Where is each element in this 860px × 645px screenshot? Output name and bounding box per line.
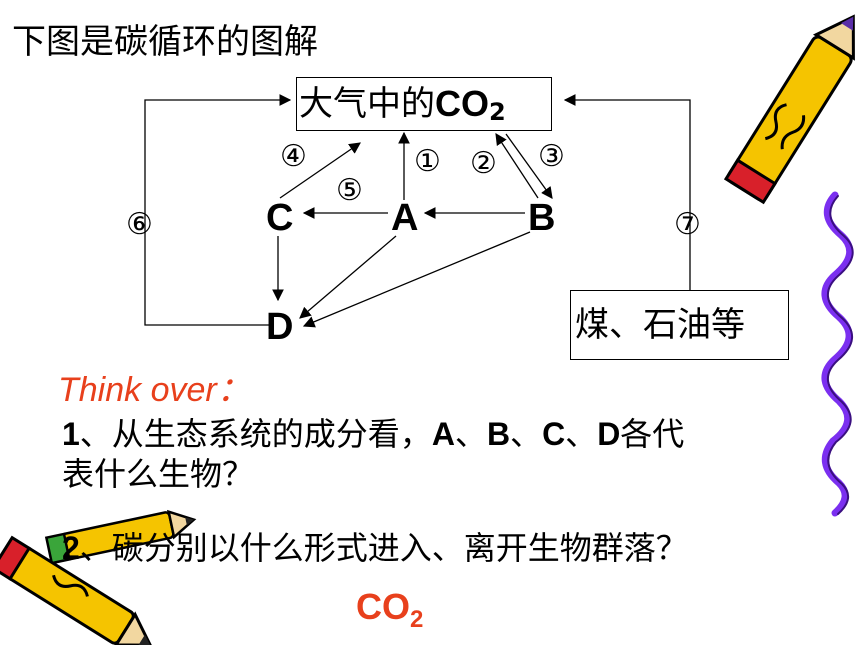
label-2: ②: [470, 146, 497, 181]
atmosphere-co2: CO: [435, 83, 489, 124]
ribbon-decoration-icon: [821, 191, 854, 517]
question-2: 2、碳分别以什么形式进入、离开生物群落？: [62, 529, 688, 567]
label-7: ⑦: [674, 207, 701, 242]
fossil-fuel-label: 煤、石油等: [575, 305, 745, 345]
node-c: C: [266, 197, 294, 239]
node-d: D: [266, 306, 294, 348]
node-a: A: [391, 197, 419, 239]
label-1: ①: [414, 144, 441, 179]
arrow-3: [505, 133, 553, 199]
answer-co2: CO2: [356, 586, 424, 633]
arrow-2: [495, 133, 539, 199]
label-3: ③: [538, 139, 565, 174]
arrow-b-d: [302, 231, 531, 328]
page-title: 下图是碳循环的图解: [12, 22, 318, 62]
arrow-a-d: [299, 235, 397, 319]
label-4: ④: [280, 139, 307, 174]
arrow-7-path: [563, 94, 691, 290]
pencil-top-right-icon: [723, 14, 855, 205]
node-b: B: [528, 197, 556, 239]
label-5: ⑤: [336, 173, 363, 208]
atmosphere-co2-subscript: 2: [489, 98, 506, 126]
think-over-heading: Think over：: [58, 371, 251, 409]
label-6: ⑥: [126, 207, 153, 242]
arrow-4: [279, 142, 361, 199]
arrow-6-path: [144, 94, 292, 326]
fossil-fuel-box: 煤、石油等: [570, 290, 789, 360]
atmosphere-label: 大气中的: [299, 84, 435, 124]
pencil-bottom-left-2-icon: [0, 535, 153, 645]
question-1: 1、从生态系统的成分看，A、B、C、D各代 表什么生物？: [62, 415, 685, 493]
pencil-bottom-left-1-icon: [44, 509, 197, 565]
question-1-line-2: 表什么生物？: [62, 455, 255, 493]
